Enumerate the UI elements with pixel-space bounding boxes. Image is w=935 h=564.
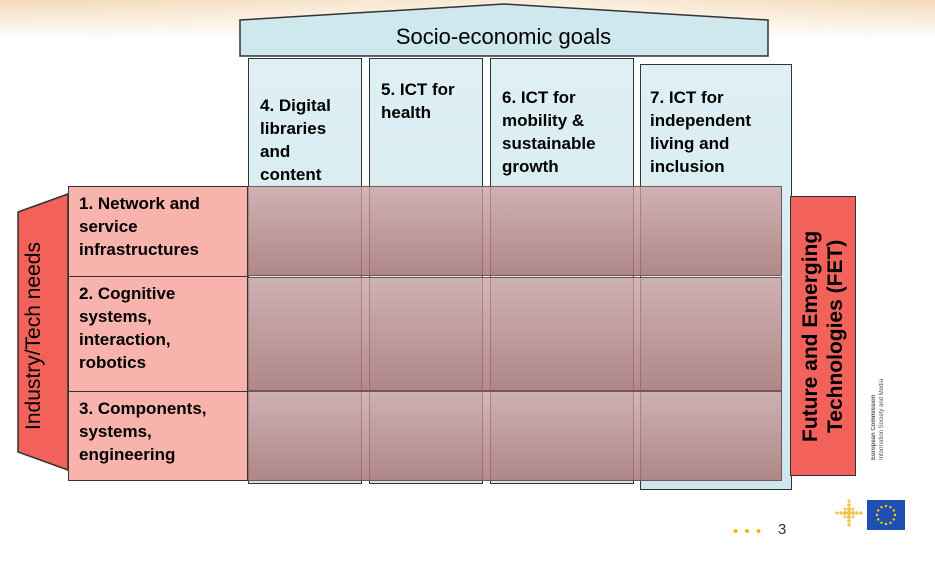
- decorative-dot-cross-icon: [833, 497, 865, 534]
- industry-needs-arrow: [10, 192, 70, 477]
- industry-needs-label: Industry/Tech needs: [22, 242, 45, 430]
- eu-flag-icon: [867, 500, 905, 535]
- row-band-network: [247, 186, 782, 276]
- row-band-components: [247, 391, 782, 481]
- page-number: 3: [778, 521, 787, 538]
- goals-cap-shape: [238, 2, 770, 58]
- fet-box: [790, 196, 856, 476]
- row-label-components: 3. Components,systems,engineering: [68, 391, 248, 481]
- footer-dots: • • •: [733, 523, 763, 540]
- row-band-cognitive: [247, 277, 782, 391]
- goals-title: Socio-economic goals: [395, 24, 612, 49]
